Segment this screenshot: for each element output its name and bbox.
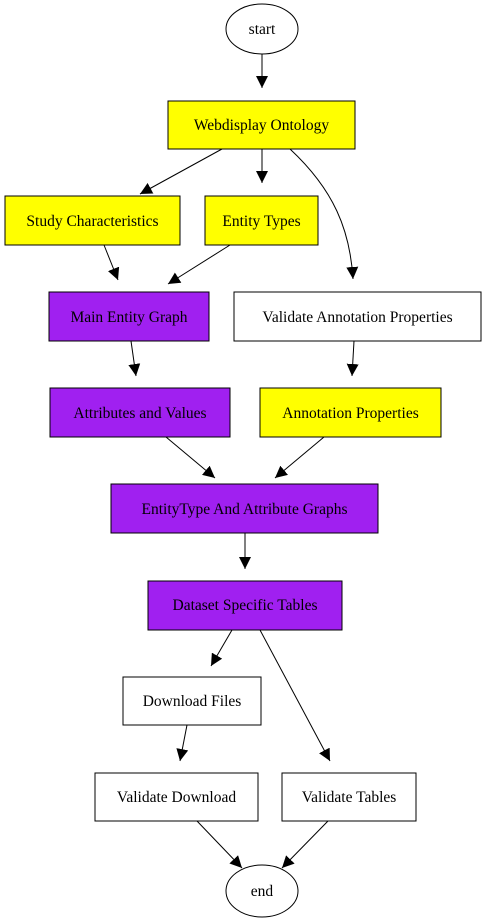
start-ellipse bbox=[225, 3, 299, 55]
start-label: start bbox=[249, 21, 276, 38]
node-attributes-and-values: Attributes and Values bbox=[49, 387, 231, 438]
node-validate-download: Validate Download bbox=[94, 772, 259, 822]
node-study-characteristics: Study Characteristics bbox=[4, 195, 181, 246]
edge-download-files-to-validate-download bbox=[176, 724, 189, 762]
study-characteristics-label: Study Characteristics bbox=[26, 213, 158, 230]
entitytype-and-attribute-graphs-label: EntityType And Attribute Graphs bbox=[142, 501, 348, 518]
validate-tables-box bbox=[281, 772, 417, 822]
node-start: start bbox=[225, 3, 299, 55]
annotation-properties-label: Annotation Properties bbox=[282, 405, 418, 422]
edge-webdisplay-ontology-to-study-characteristics bbox=[139, 148, 223, 195]
webdisplay-ontology-box bbox=[167, 100, 356, 150]
edge-dataset-specific-tables-to-validate-tables bbox=[259, 629, 331, 762]
entity-types-label: Entity Types bbox=[222, 213, 300, 230]
node-webdisplay-ontology: Webdisplay Ontology bbox=[167, 100, 356, 150]
node-validate-tables: Validate Tables bbox=[281, 772, 417, 822]
dataset-specific-tables-box bbox=[147, 580, 343, 631]
edges-layer bbox=[103, 54, 359, 869]
edge-entity-types-to-main-entity-graph bbox=[167, 244, 231, 285]
edge-annotation-properties-to-entitytype-graphs bbox=[274, 436, 325, 479]
download-files-box bbox=[122, 676, 262, 726]
node-end: end bbox=[225, 864, 299, 918]
validate-tables-label: Validate Tables bbox=[302, 789, 397, 806]
node-annotation-properties: Annotation Properties bbox=[259, 387, 442, 438]
dataset-specific-tables-label: Dataset Specific Tables bbox=[173, 597, 318, 614]
nodes-layer: start Webdisplay Ontology Study Characte… bbox=[4, 3, 482, 918]
download-files-label: Download Files bbox=[143, 693, 242, 710]
edge-validate-download-to-end bbox=[196, 820, 243, 869]
main-entity-graph-label: Main Entity Graph bbox=[70, 309, 187, 326]
validate-annotation-properties-box bbox=[233, 291, 482, 342]
node-entity-types: Entity Types bbox=[204, 195, 319, 246]
webdisplay-ontology-label: Webdisplay Ontology bbox=[194, 117, 329, 134]
entity-types-box bbox=[204, 195, 319, 246]
validate-download-label: Validate Download bbox=[117, 789, 236, 806]
node-main-entity-graph: Main Entity Graph bbox=[48, 291, 210, 342]
edge-main-entity-graph-to-attributes-and-values bbox=[128, 340, 141, 377]
validate-annotation-properties-label: Validate Annotation Properties bbox=[262, 309, 452, 326]
edge-validate-annotation-properties-to-annotation-properties bbox=[346, 340, 359, 377]
attributes-and-values-label: Attributes and Values bbox=[73, 405, 206, 422]
node-download-files: Download Files bbox=[122, 676, 262, 726]
attributes-and-values-box bbox=[49, 387, 231, 438]
edge-dataset-specific-tables-to-download-files bbox=[210, 629, 233, 667]
node-dataset-specific-tables: Dataset Specific Tables bbox=[147, 580, 343, 631]
edge-validate-tables-to-end bbox=[281, 820, 329, 869]
end-label: end bbox=[251, 883, 274, 900]
end-ellipse bbox=[225, 864, 299, 918]
validate-download-box bbox=[94, 772, 259, 822]
edge-webdisplay-ontology-to-validate-annotation-properties bbox=[289, 148, 359, 280]
annotation-properties-box bbox=[259, 387, 442, 438]
entitytype-and-attribute-graphs-box bbox=[110, 483, 379, 534]
node-entitytype-and-attribute-graphs: EntityType And Attribute Graphs bbox=[110, 483, 379, 534]
edge-attributes-and-values-to-entitytype-graphs bbox=[165, 436, 216, 479]
node-validate-annotation-properties: Validate Annotation Properties bbox=[233, 291, 482, 342]
edge-study-characteristics-to-main-entity-graph bbox=[103, 244, 120, 281]
study-characteristics-box bbox=[4, 195, 181, 246]
main-entity-graph-box bbox=[48, 291, 210, 342]
